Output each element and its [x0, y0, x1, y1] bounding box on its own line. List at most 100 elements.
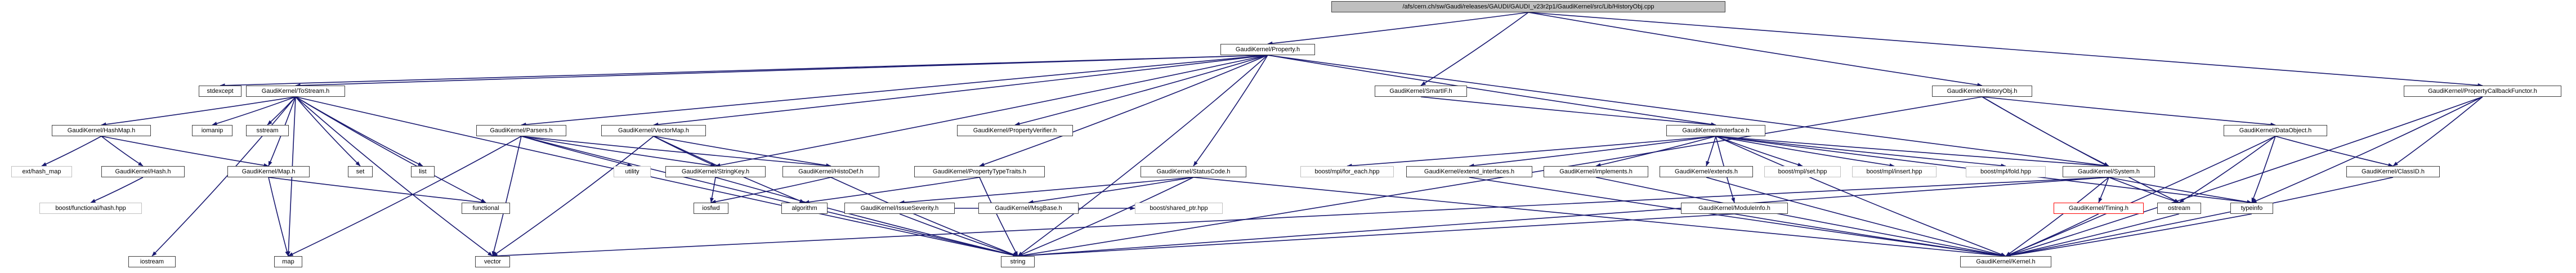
- graph-node[interactable]: utility: [614, 166, 651, 177]
- graph-node-label: GaudiKernel/Map.h: [242, 168, 296, 175]
- graph-edge: [2005, 213, 2099, 257]
- graph-node[interactable]: algorithm: [781, 203, 828, 214]
- graph-node-label: GaudiKernel/Timing.h: [2069, 204, 2128, 212]
- graph-node[interactable]: GaudiKernel/PropertyTypeTraits.h: [914, 166, 1045, 177]
- graph-node-label: ext/hash_map: [22, 168, 61, 175]
- graph-node[interactable]: GaudiKernel/extend_interfaces.h: [1406, 166, 1532, 177]
- graph-node[interactable]: iomanip: [192, 125, 232, 136]
- graph-node-label: boost/mpl/insert.hpp: [1866, 168, 1922, 175]
- graph-node-label: boost/shared_ptr.hpp: [1150, 204, 1208, 212]
- graph-edge: [492, 177, 2109, 258]
- graph-node[interactable]: GaudiKernel/Map.h: [227, 166, 310, 177]
- graph-node[interactable]: boost/functional/hash.hpp: [39, 203, 142, 214]
- graph-node[interactable]: iosfwd: [694, 203, 728, 214]
- graph-edge: [2108, 177, 2252, 204]
- graph-node-label: GaudiKernel/PropertyCallbackFunctor.h: [2428, 87, 2537, 95]
- graph-edge: [1595, 136, 1716, 167]
- graph-node[interactable]: map: [274, 256, 302, 267]
- graph-node[interactable]: functional: [462, 203, 510, 214]
- graph-node[interactable]: GaudiKernel/IInterface.h: [1666, 125, 1765, 136]
- graph-node[interactable]: GaudiKernel/Parsers.h: [476, 125, 566, 136]
- graph-node[interactable]: iostream: [128, 256, 176, 267]
- graph-node[interactable]: GaudiKernel/MsgBase.h: [978, 203, 1079, 214]
- graph-node[interactable]: GaudiKernel/ModuleInfo.h: [1681, 203, 1788, 214]
- graph-node[interactable]: GaudiKernel/implements.h: [1544, 166, 1648, 177]
- graph-edge: [2392, 96, 2483, 167]
- graph-edge: [1017, 177, 1194, 257]
- graph-node[interactable]: GaudiKernel/extends.h: [1660, 166, 1753, 177]
- graph-node-label: string: [1010, 258, 1026, 265]
- graph-node-label: GaudiKernel/implements.h: [1559, 168, 1633, 175]
- graph-edge: [295, 96, 1018, 257]
- graph-node[interactable]: GaudiKernel/System.h: [2063, 166, 2155, 177]
- graph-edge: [101, 96, 296, 127]
- graph-node-label: GaudiKernel/MsgBase.h: [995, 204, 1062, 212]
- graph-node[interactable]: GaudiKernel/PropertyVerifier.h: [957, 125, 1073, 136]
- graph-root-node[interactable]: /afs/cern.ch/sw/Gaudi/releases/GAUDI/GAU…: [1331, 1, 1725, 12]
- graph-edge: [295, 96, 486, 203]
- graph-node[interactable]: stdexcept: [199, 86, 242, 97]
- graph-node[interactable]: GaudiKernel/Kernel.h: [1960, 256, 2051, 267]
- graph-node-label: utility: [625, 168, 639, 175]
- graph-edge: [521, 136, 831, 168]
- graph-edge: [804, 177, 980, 204]
- graph-node[interactable]: GaudiKernel/HistoryObj.h: [1932, 86, 2032, 97]
- graph-node-label: GaudiKernel/extend_interfaces.h: [1424, 168, 1515, 175]
- graph-node[interactable]: GaudiKernel/Hash.h: [101, 166, 185, 177]
- graph-node-label: GaudiKernel/ClassID.h: [2362, 168, 2425, 175]
- graph-edge: [1017, 55, 1268, 257]
- graph-node[interactable]: boost/mpl/set.hpp: [1764, 166, 1841, 177]
- graph-node[interactable]: GaudiKernel/HashMap.h: [52, 125, 151, 136]
- graph-node[interactable]: GaudiKernel/DataObject.h: [2224, 125, 2327, 136]
- graph-node-label: ostream: [2168, 204, 2190, 212]
- graph-node-label: GaudiKernel/StringKey.h: [681, 168, 750, 175]
- graph-node[interactable]: GaudiKernel/StringKey.h: [665, 166, 766, 177]
- graph-edge: [288, 136, 522, 257]
- graph-node[interactable]: GaudiKernel/VectorMap.h: [601, 125, 706, 136]
- graph-node[interactable]: GaudiKernel/StatusCode.h: [1141, 166, 1246, 177]
- graph-edge: [1267, 55, 2109, 168]
- graph-node[interactable]: sstream: [246, 125, 289, 136]
- graph-node[interactable]: GaudiKernel/Property.h: [1220, 44, 1315, 55]
- graph-node[interactable]: GaudiKernel/ClassID.h: [2346, 166, 2440, 177]
- graph-node[interactable]: GaudiKernel/PropertyCallbackFunctor.h: [2404, 86, 2561, 97]
- graph-node[interactable]: boost/shared_ptr.hpp: [1135, 203, 1223, 214]
- graph-edge: [268, 177, 289, 257]
- graph-node[interactable]: boost/mpl/insert.hpp: [1852, 166, 1937, 177]
- graph-edge: [1715, 136, 2006, 168]
- graph-edge: [151, 96, 296, 257]
- graph-node[interactable]: GaudiKernel/Timing.h: [2054, 203, 2144, 214]
- graph-edge: [41, 136, 102, 167]
- graph-node-label: functional: [472, 204, 499, 212]
- graph-node-label: boost/mpl/set.hpp: [1778, 168, 1827, 175]
- graph-node-label: GaudiKernel/VectorMap.h: [618, 127, 689, 134]
- graph-edge: [1734, 213, 2006, 258]
- graph-node[interactable]: boost/mpl/for_each.hpp: [1300, 166, 1394, 177]
- graph-node[interactable]: ext/hash_map: [11, 166, 72, 177]
- graph-node-label: algorithm: [791, 204, 817, 212]
- graph-edge: [2108, 177, 2180, 203]
- graph-node[interactable]: GaudiKernel/HistoDef.h: [782, 166, 879, 177]
- graph-node-label: map: [282, 258, 294, 265]
- graph-node[interactable]: GaudiKernel/SmartIF.h: [1375, 86, 1467, 97]
- graph-node[interactable]: set: [348, 166, 373, 177]
- graph-edge: [1267, 55, 1716, 127]
- graph-node[interactable]: ostream: [2157, 203, 2201, 214]
- graph-edge: [268, 177, 486, 204]
- graph-node[interactable]: list: [411, 166, 435, 177]
- graph-node[interactable]: string: [1001, 256, 1035, 267]
- graph-node[interactable]: vector: [475, 256, 510, 267]
- graph-node-label: iostream: [140, 258, 164, 265]
- graph-edge: [521, 136, 716, 168]
- graph-edge: [1982, 96, 2180, 203]
- graph-node[interactable]: GaudiKernel/ToStream.h: [246, 86, 345, 97]
- graph-edge: [899, 177, 1194, 204]
- graph-node[interactable]: GaudiKernel/IssueSeverity.h: [844, 203, 955, 214]
- graph-edge: [1982, 96, 2109, 167]
- graph-edge: [1420, 96, 1716, 127]
- graph-node[interactable]: typeinfo: [2230, 203, 2273, 214]
- graph-node[interactable]: boost/mpl/fold.hpp: [1966, 166, 2046, 177]
- graph-node-label: GaudiKernel/Parsers.h: [490, 127, 553, 134]
- graph-edge: [267, 96, 296, 126]
